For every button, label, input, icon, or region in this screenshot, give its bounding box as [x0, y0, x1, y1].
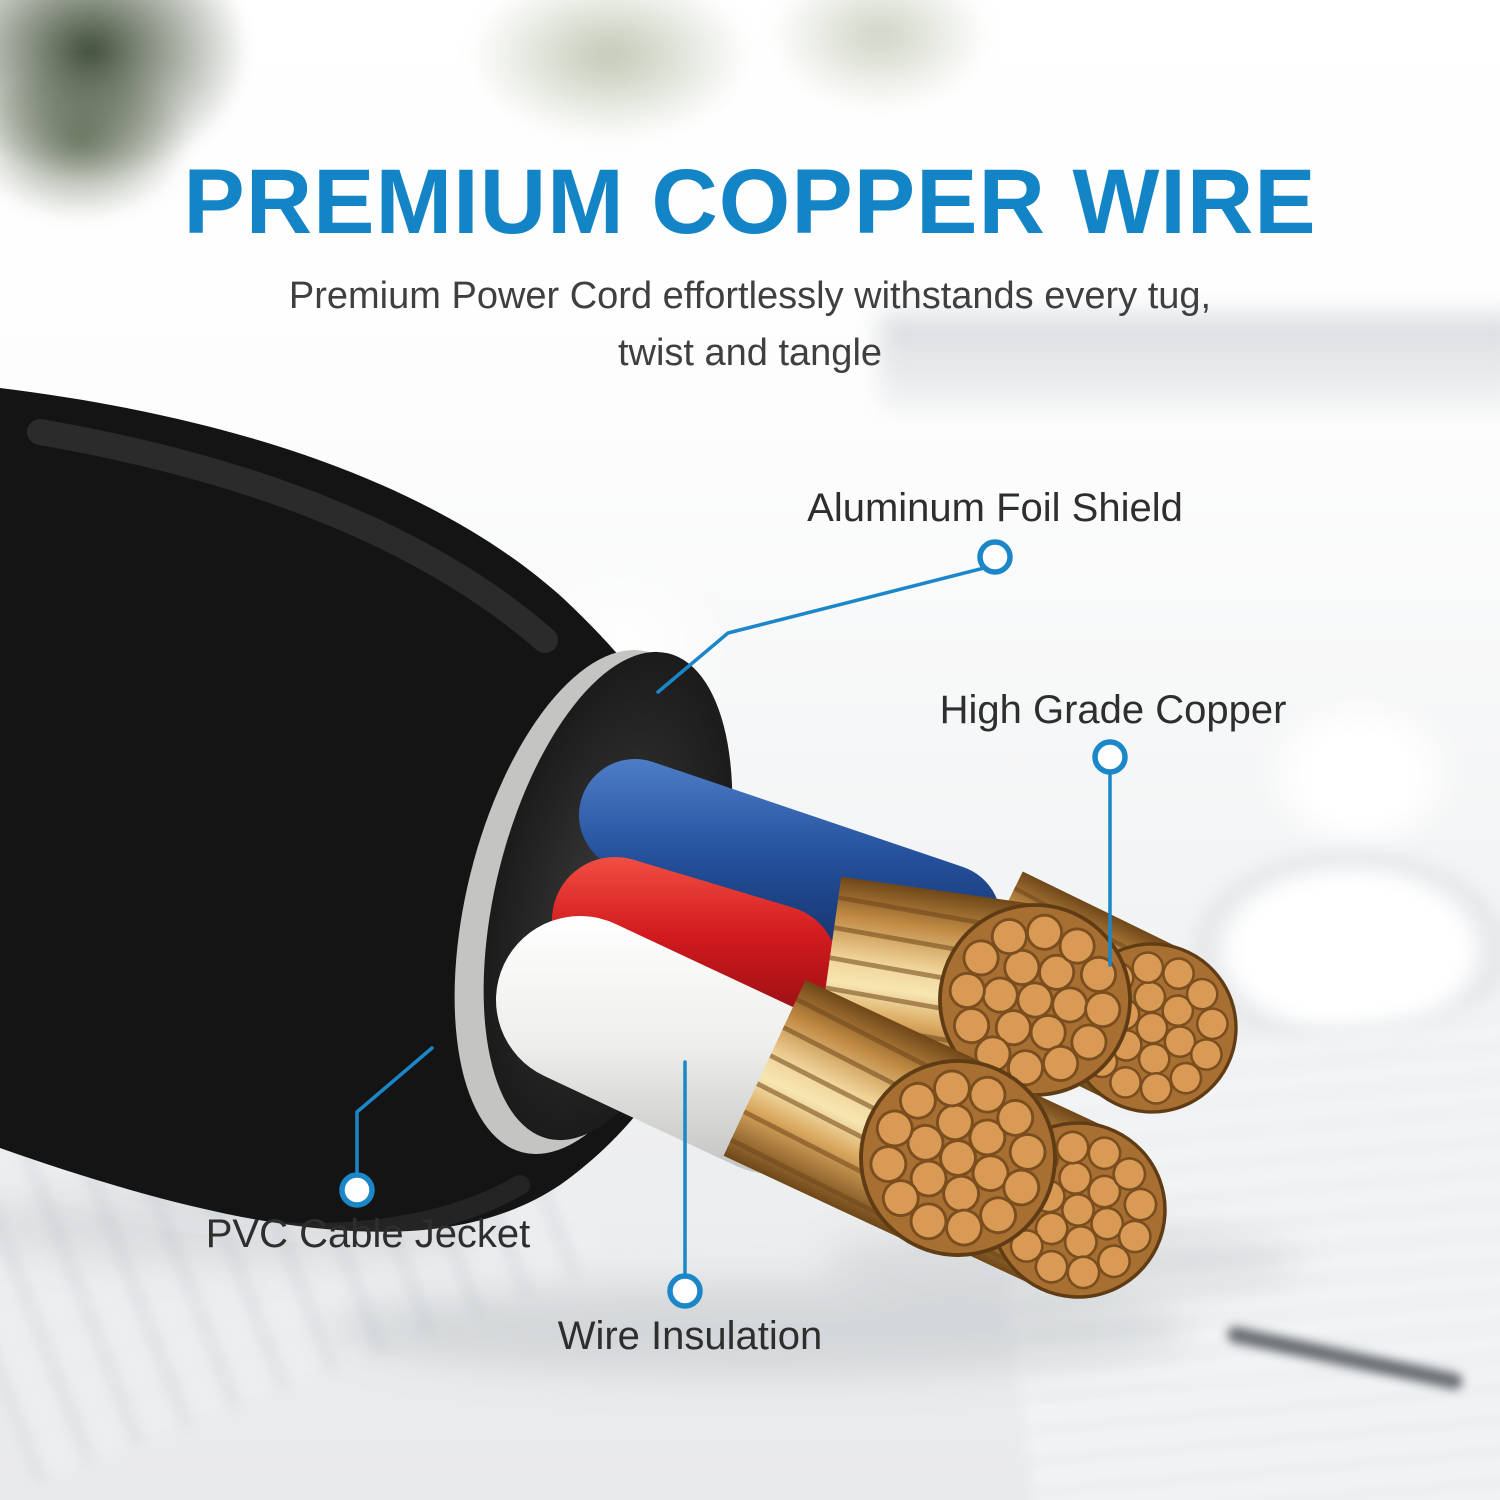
jacket-highlight [27, 419, 558, 653]
wire-white [496, 916, 856, 1174]
callout-label-high-grade-copper: High Grade Copper [939, 688, 1287, 732]
page-subtitle: Premium Power Cord effortlessly withstan… [289, 268, 1211, 382]
wire-red [552, 857, 838, 1031]
subtitle-line-2: twist and tangle [617, 332, 883, 374]
callout-label-aluminum-foil: Aluminum Foil Shield [807, 486, 1183, 530]
callout-dot-wire-insulation [667, 1273, 703, 1309]
callout-label-wire-insulation: Wire Insulation [557, 1314, 823, 1358]
callout-dot-pvc-jacket [339, 1172, 375, 1208]
callout-label-pvc-jacket: PVC Cable Jecket [205, 1212, 531, 1256]
page-title: PREMIUM COPPER WIRE [183, 151, 1317, 253]
callout-dot-aluminum-foil [977, 539, 1013, 575]
subtitle-line-1: Premium Power Cord effortlessly withstan… [288, 275, 1212, 317]
callout-line-aluminum-foil [656, 565, 990, 694]
callout-dot-high-grade-copper [1092, 739, 1128, 775]
